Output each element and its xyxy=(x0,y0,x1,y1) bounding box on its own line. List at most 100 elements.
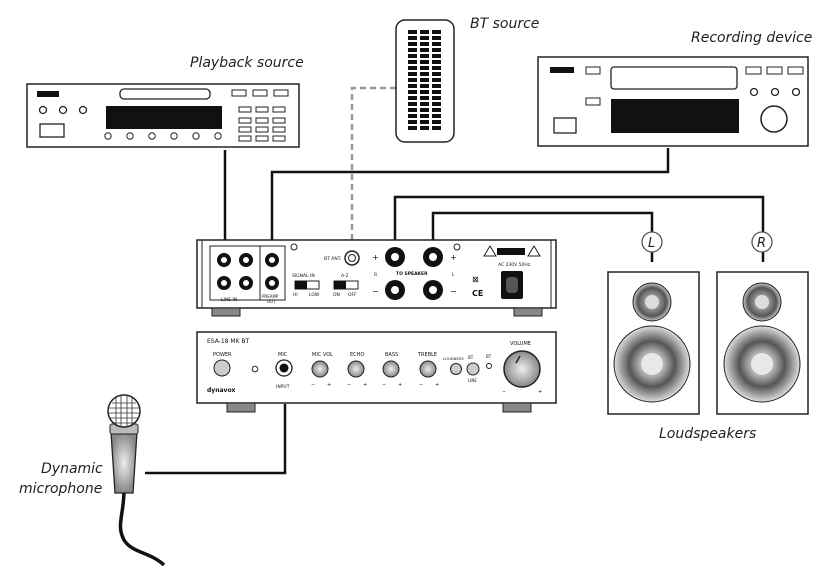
bt-source-label: BT source xyxy=(470,16,539,32)
left-channel-label: L xyxy=(648,236,655,251)
mic-label-line2: microphone xyxy=(19,481,102,497)
recording-device xyxy=(537,56,809,147)
bass-knob[interactable] xyxy=(382,360,400,378)
mic-vol-minus: − xyxy=(311,382,315,388)
remote-button xyxy=(408,126,417,130)
speaker-terminals xyxy=(385,247,443,300)
amplifier-rear-panel: LINE IN PREAMP OUT SIGNAL IN HI LOW A-2 … xyxy=(196,239,557,317)
volume-knob[interactable] xyxy=(503,350,541,388)
treble-knob[interactable] xyxy=(419,360,437,378)
remote-button xyxy=(420,48,429,52)
remote-button xyxy=(432,96,441,100)
playback-display xyxy=(106,106,222,129)
line-in-jacks xyxy=(217,253,253,290)
right-channel-marker: R xyxy=(751,231,773,253)
amplifier-front-panel: ESA-18 MK BT POWER dynavox MIC INPUT MIC… xyxy=(196,331,557,413)
preamp-out-label: PREAMP xyxy=(262,294,279,299)
preamp-out-label-2: OUT xyxy=(267,299,276,304)
remote-button xyxy=(432,102,441,106)
remote-button xyxy=(432,108,441,112)
remote-button xyxy=(408,78,417,82)
brand-logo: dynavox xyxy=(207,387,236,394)
remote-button xyxy=(432,126,441,130)
remote-button xyxy=(432,90,441,94)
mic-label-line1: Dynamic xyxy=(41,461,103,477)
minus-right: − xyxy=(450,287,457,296)
mic-vol-label: MIC VOL xyxy=(312,352,333,358)
loudness-button[interactable] xyxy=(450,363,462,375)
line-select-label: LINE xyxy=(468,378,477,383)
recording-wire xyxy=(270,148,670,250)
remote-button xyxy=(420,72,429,76)
loudspeakers-label: Loudspeakers xyxy=(659,426,756,442)
loudness-label: LOUDNESS xyxy=(443,356,464,361)
treble-minus: − xyxy=(419,382,423,388)
volume-minus: − xyxy=(502,389,506,395)
remote-button xyxy=(408,84,417,88)
bt-select-label: BT xyxy=(468,355,474,360)
plus-left: + xyxy=(372,253,379,262)
remote-button xyxy=(408,30,417,34)
echo-label: ECHO xyxy=(350,352,364,358)
preamp-out-jacks xyxy=(265,253,279,290)
treble-plus: + xyxy=(435,382,439,388)
remote-button xyxy=(420,84,429,88)
a2-label: A-2 xyxy=(341,273,349,279)
r-terminal-label: R xyxy=(374,272,377,278)
recording-display xyxy=(611,99,739,133)
echo-plus: + xyxy=(363,382,367,388)
remote-button xyxy=(408,120,417,124)
remote-button xyxy=(408,108,417,112)
remote-button xyxy=(408,42,417,46)
mic-vol-knob[interactable] xyxy=(311,360,329,378)
bt-source-device xyxy=(395,19,455,143)
volume-label: VOLUME xyxy=(510,341,531,347)
remote-button xyxy=(420,36,429,40)
input-label: INPUT xyxy=(276,384,290,390)
volume-plus: + xyxy=(538,389,542,395)
power-label: POWER xyxy=(213,352,232,358)
echo-minus: − xyxy=(347,382,351,388)
playback-source-label: Playback source xyxy=(190,55,304,71)
ac-label: AC 230V 50Hz xyxy=(498,262,531,268)
loudspeaker-right xyxy=(716,271,809,415)
echo-knob[interactable] xyxy=(347,360,365,378)
remote-button xyxy=(408,54,417,58)
remote-button xyxy=(420,126,429,130)
remote-button xyxy=(432,30,441,34)
remote-button xyxy=(432,114,441,118)
speaker-wire-right xyxy=(393,195,765,262)
power-button[interactable] xyxy=(213,359,231,377)
mic-label: MIC xyxy=(278,352,288,358)
weee-icon: ⊠ xyxy=(472,275,479,284)
mic-wire xyxy=(145,404,287,475)
remote-button xyxy=(408,36,417,40)
remote-button xyxy=(408,66,417,70)
l-terminal-label: L xyxy=(452,272,455,278)
remote-button xyxy=(432,36,441,40)
remote-button xyxy=(432,84,441,88)
dynamic-microphone xyxy=(107,394,166,567)
line-in-label: LINE IN xyxy=(221,297,237,303)
remote-button xyxy=(408,60,417,64)
to-speaker-label: TO SPEAKER xyxy=(396,271,428,277)
bt-ant-label: BT ANT. xyxy=(324,256,341,262)
remote-button xyxy=(420,108,429,112)
remote-button xyxy=(420,54,429,58)
remote-button xyxy=(420,96,429,100)
remote-button xyxy=(432,48,441,52)
remote-button xyxy=(420,120,429,124)
plus-right: + xyxy=(450,253,457,262)
signal-in-label: SIGNAL IN xyxy=(292,273,315,279)
bass-label: BASS xyxy=(385,352,398,358)
remote-button xyxy=(420,66,429,70)
remote-button xyxy=(432,54,441,58)
minus-left: − xyxy=(372,287,379,296)
remote-button xyxy=(420,90,429,94)
off-label: OFF xyxy=(348,292,357,298)
remote-button xyxy=(420,60,429,64)
remote-button xyxy=(432,60,441,64)
hi-label: HI xyxy=(293,292,298,298)
bt-line-selector[interactable] xyxy=(466,362,480,376)
